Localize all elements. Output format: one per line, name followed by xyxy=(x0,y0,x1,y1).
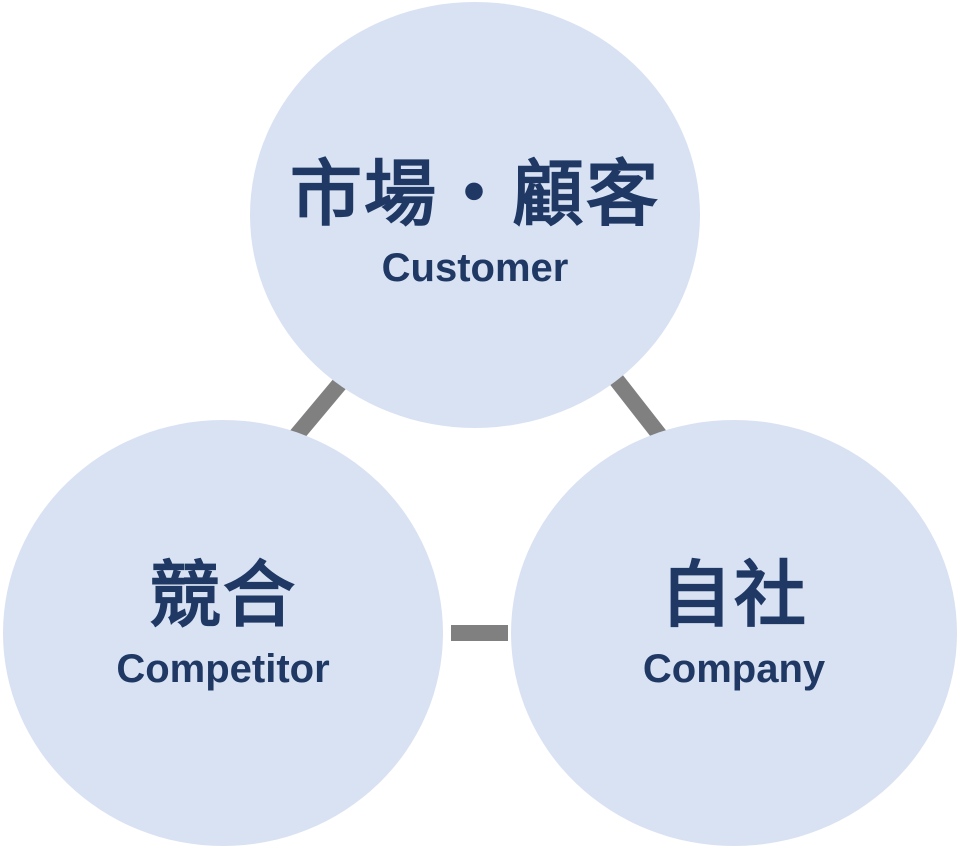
node-company: 自社 Company xyxy=(511,420,957,846)
node-competitor-label-ja: 競合 xyxy=(148,556,297,636)
node-customer-label-ja: 市場・顧客 xyxy=(289,155,660,235)
node-customer-label-en: Customer xyxy=(381,246,569,290)
node-company-label-en: Company xyxy=(642,647,826,691)
node-competitor: 競合 Competitor xyxy=(3,420,443,846)
node-company-label-ja: 自社 xyxy=(659,556,808,636)
node-competitor-label-en: Competitor xyxy=(116,647,330,691)
node-customer: 市場・顧客 Customer xyxy=(250,2,700,428)
